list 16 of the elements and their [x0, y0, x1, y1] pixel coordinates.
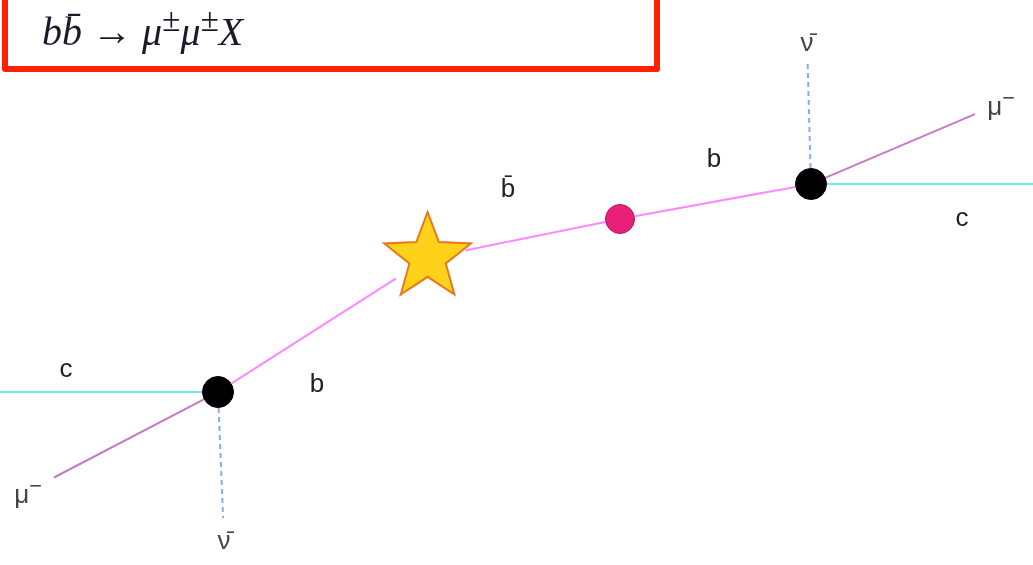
vertex-dot: [605, 204, 635, 234]
equation-box: [2, 0, 660, 72]
particle-label: μ$^{−}$: [14, 475, 42, 507]
vertex-dot: [795, 168, 827, 200]
particle-line: [633, 185, 797, 218]
particle-line: [0, 391, 203, 393]
equation: bb̄ → μ$^{±}$μ$^{±}$X: [42, 2, 244, 52]
particle-label: μ$^{−}$: [987, 87, 1015, 119]
vertex-dot: [202, 376, 234, 408]
particle-line: [824, 113, 976, 179]
dashed-line: [217, 407, 225, 519]
particle-line: [53, 398, 205, 479]
particle-line: [230, 277, 397, 385]
dashed-line: [806, 61, 812, 169]
particle-line: [464, 221, 607, 252]
particle-line: [826, 183, 1033, 185]
